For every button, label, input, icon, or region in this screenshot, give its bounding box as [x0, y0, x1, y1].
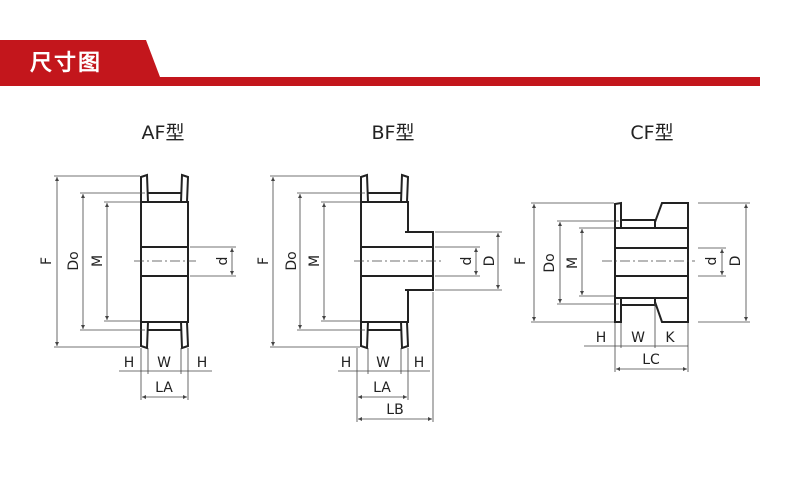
af-body: [140, 201, 189, 323]
dim-label-M: M: [307, 255, 323, 267]
dim-label-F: F: [513, 257, 529, 265]
dim-label-H: H: [197, 355, 208, 371]
cf-hub-top: [654, 202, 689, 229]
af-flange: [179, 321, 190, 350]
dim-label-d: d: [459, 257, 475, 266]
bf-drawing: BF型 F Do M d D H W H LA: [256, 122, 502, 422]
af-flange: [179, 173, 190, 203]
dim-label-H: H: [596, 330, 607, 346]
af-drawing: AF型 F Do M d H W H LA: [39, 122, 236, 400]
dim-label-W: W: [376, 355, 390, 371]
dim-label-H: H: [414, 355, 425, 371]
dim-label-F: F: [256, 257, 272, 265]
header-underline: [0, 77, 760, 86]
dim-label-D: D: [482, 256, 498, 267]
dim-label-M: M: [90, 255, 106, 267]
af-bottom-rim: [145, 321, 185, 331]
dim-label-d: d: [704, 257, 720, 266]
dim-label-K: K: [665, 330, 675, 346]
af-top-rim: [145, 192, 185, 203]
dim-label-M: M: [565, 257, 581, 269]
section-header-bar: [0, 40, 160, 77]
dim-label-LB: LB: [386, 402, 403, 418]
dim-label-LA: LA: [373, 380, 391, 396]
section-title: 尺寸图: [30, 51, 103, 76]
dim-label-H: H: [341, 355, 352, 371]
dim-label-LC: LC: [642, 352, 660, 368]
af-flange: [140, 173, 150, 203]
bf-body: [360, 201, 409, 323]
dim-label-D: D: [728, 256, 744, 267]
dim-label-H: H: [124, 355, 135, 371]
dim-label-W: W: [157, 355, 171, 371]
cf-hub-bottom: [654, 297, 689, 323]
af-title: AF型: [142, 122, 185, 144]
dim-label-Do: Do: [66, 251, 82, 270]
dim-label-W: W: [631, 330, 645, 346]
dim-label-d: d: [215, 257, 231, 266]
af-flange: [140, 321, 150, 350]
cf-body: [614, 227, 689, 299]
cf-drawing: CF型 F Do M d D H W K LC: [513, 122, 750, 372]
dim-label-LA: LA: [155, 380, 173, 396]
cf-title: CF型: [630, 122, 673, 144]
bf-title: BF型: [372, 122, 415, 144]
dim-label-Do: Do: [542, 253, 558, 272]
dim-label-F: F: [39, 257, 55, 265]
dim-label-Do: Do: [284, 251, 300, 270]
